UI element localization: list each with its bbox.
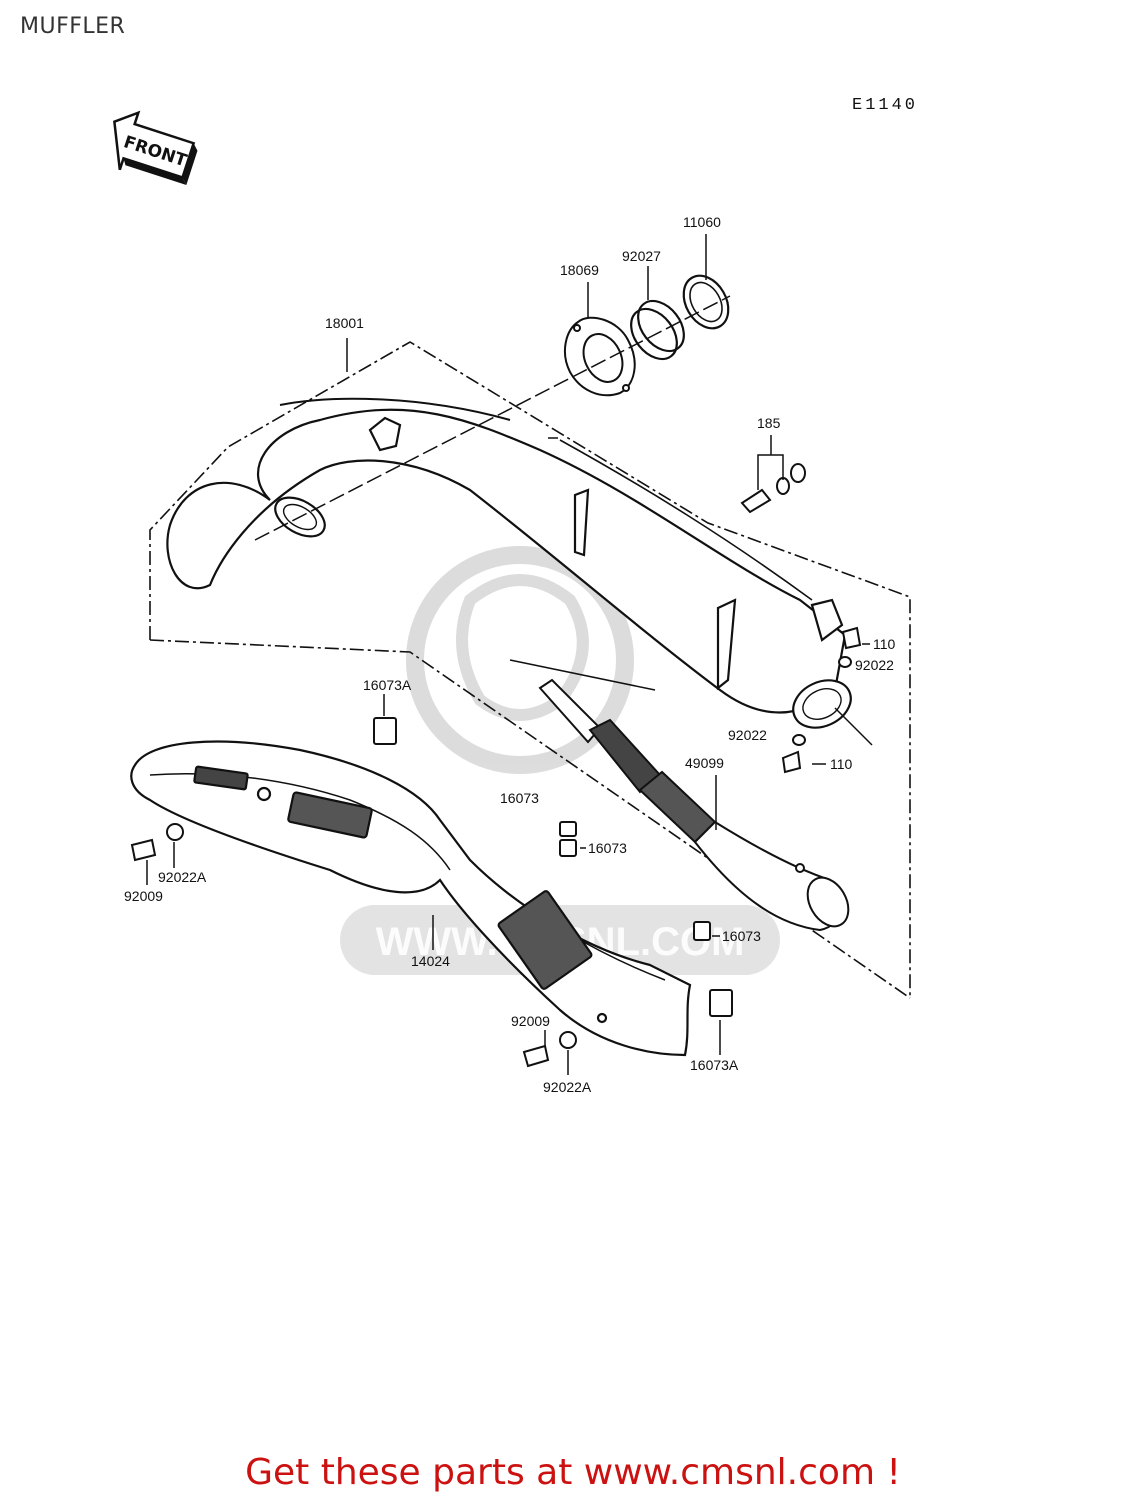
- callout-16073A-upper: 16073A: [363, 677, 412, 693]
- bolt-185: [740, 463, 806, 514]
- callout-92022A-bottom: 92022A: [543, 1079, 592, 1095]
- callout-92022-upper: 92022: [855, 657, 894, 673]
- callout-18001: 18001: [325, 315, 364, 331]
- leader-lines: [146, 234, 873, 1075]
- callout-16073-middle: 16073: [588, 840, 627, 856]
- clips-16073: [373, 717, 733, 1017]
- page-title: MUFFLER: [20, 14, 126, 39]
- diagram-code: E1140: [852, 96, 919, 115]
- front-arrow-icon: FRONT: [113, 110, 198, 186]
- callout-18069: 18069: [560, 262, 599, 278]
- callout-110-upper: 110: [873, 636, 896, 652]
- baffle-49099: [538, 678, 850, 932]
- gasket-18069: [563, 316, 636, 397]
- footer-link[interactable]: Get these parts at www.cmsnl.com !: [245, 1452, 901, 1493]
- bolt-110-upper: [838, 626, 862, 668]
- callout-16073-upper: 16073: [500, 790, 539, 806]
- callout-14024: 14024: [411, 953, 450, 969]
- callout-92027: 92027: [622, 248, 661, 264]
- screws-92009: [130, 823, 577, 1068]
- callout-16073-lower: 16073: [722, 928, 761, 944]
- gasket-11060: [682, 274, 730, 330]
- mounting-axis-line: [254, 295, 731, 541]
- callout-92022-lower: 92022: [728, 727, 767, 743]
- callout-92009-bottom: 92009: [511, 1013, 550, 1029]
- muffler-diagram: WWW.CMSNL.COM FRONT: [113, 110, 911, 1095]
- callout-11060: 11060: [683, 214, 721, 230]
- exhaust-pipe-18001: [166, 397, 852, 729]
- ring-92027: [630, 299, 685, 361]
- callout-16073A-bottom: 16073A: [690, 1057, 739, 1073]
- heat-guard-14024: [130, 740, 692, 1057]
- callout-110-lower: 110: [830, 756, 853, 772]
- bolt-110-lower: [781, 734, 806, 774]
- callout-92009-left: 92009: [124, 888, 163, 904]
- callout-92022A-left: 92022A: [158, 869, 207, 885]
- assembly-frame: [149, 341, 911, 999]
- callout-49099: 49099: [685, 755, 724, 771]
- callout-185: 185: [757, 415, 781, 431]
